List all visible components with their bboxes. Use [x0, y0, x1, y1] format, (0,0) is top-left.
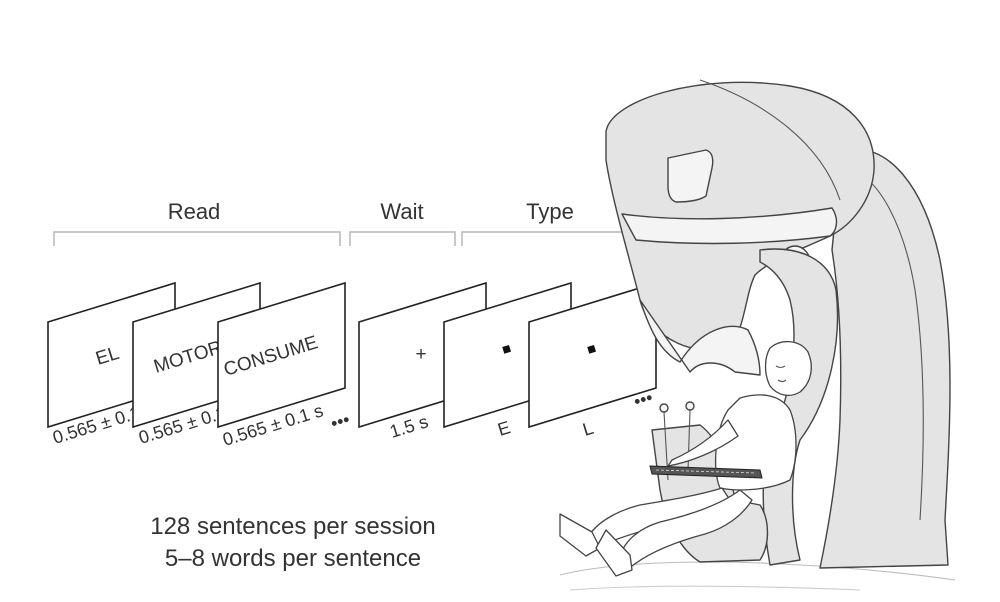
read-screen-3: CONSUME 0.565 ± 0.1 s ••• [217, 281, 352, 450]
type-label: Type [526, 199, 574, 224]
wait-label: Wait [380, 199, 423, 224]
participant-torso [714, 394, 797, 491]
typed-key-2: L [580, 418, 595, 440]
scanner-pillar [819, 148, 951, 569]
phase-brackets: Read Wait Type [53, 199, 640, 246]
fixation-dot-2 [587, 344, 596, 354]
typed-key-1: E [495, 417, 512, 440]
fixation-cross: + [415, 344, 426, 365]
helmet-window [667, 149, 714, 203]
keyboard [649, 465, 763, 479]
fixation-dot-1 [502, 344, 511, 354]
type-bracket [461, 231, 640, 246]
sentences-per-session: 128 sentences per session [150, 513, 436, 540]
read-label: Read [168, 199, 221, 224]
participant-feet [559, 513, 601, 557]
type-ellipsis: ••• [631, 387, 655, 412]
session-info: 128 sentences per session 5–8 words per … [150, 513, 436, 572]
meg-scanner-illustration [559, 79, 956, 591]
wait-bracket [349, 231, 456, 246]
read-bracket [53, 231, 341, 246]
scanner-outer-shell [759, 248, 839, 566]
read-ellipsis: ••• [328, 409, 352, 434]
words-per-sentence: 5–8 words per sentence [165, 545, 421, 572]
participant-head [764, 341, 812, 397]
